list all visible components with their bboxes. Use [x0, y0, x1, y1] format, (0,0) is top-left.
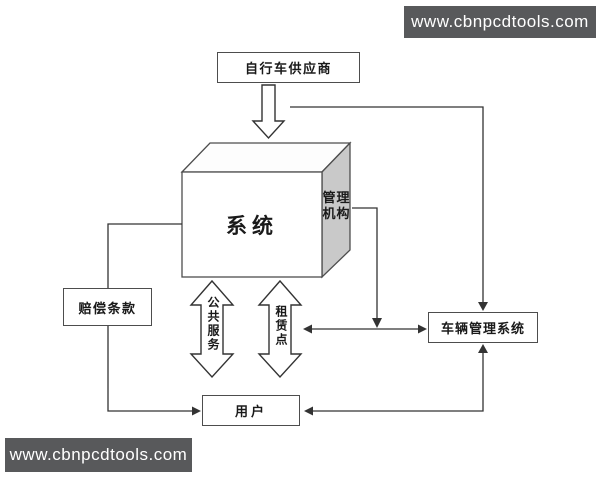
- system-box-top-face: [180, 142, 352, 173]
- arrowhead-down-icon: [372, 318, 382, 328]
- connector-user-vehicle: [304, 344, 488, 416]
- rental-point-label: 租赁点: [274, 305, 288, 347]
- management-org-label: 管理机构: [322, 190, 351, 222]
- compensation-terms-label: 赔偿条款: [78, 300, 137, 316]
- compensation-terms-box: 赔偿条款: [63, 288, 152, 326]
- user-box: 用户: [202, 395, 300, 426]
- watermark-banner-top: www.cbnpcdtools.com: [404, 6, 596, 38]
- public-service-label: 公共服务: [206, 296, 220, 352]
- user-box-label: 用户: [234, 404, 267, 419]
- supplier-to-system-hollow-arrow: [251, 84, 286, 140]
- vehicle-management-system-box: 车辆管理系统: [428, 312, 538, 343]
- connector-management-down: [352, 207, 382, 328]
- supplier-box-label: 自行车供应商: [244, 61, 332, 76]
- system-3d-box: [180, 141, 352, 279]
- arrowhead-right-icon: [418, 324, 427, 334]
- system-box-front-face: [181, 171, 323, 278]
- watermark-banner-bottom: www.cbnpcdtools.com: [5, 438, 192, 472]
- arrowhead-left-icon: [304, 406, 313, 416]
- vehicle-management-system-label: 车辆管理系统: [440, 321, 525, 336]
- public-service-double-arrow: [189, 279, 235, 379]
- arrowhead-up-icon: [478, 344, 488, 353]
- arrowhead-down-icon: [478, 302, 488, 311]
- system-box-label: 系统: [226, 213, 278, 238]
- connector-top-to-vehicle: [290, 106, 488, 311]
- arrowhead-right-icon: [192, 406, 201, 416]
- supplier-box: 自行车供应商: [217, 52, 360, 83]
- arrowhead-left-icon: [303, 324, 312, 334]
- rental-point-double-arrow: [257, 279, 303, 379]
- connector-rental-vehicle: [303, 324, 427, 334]
